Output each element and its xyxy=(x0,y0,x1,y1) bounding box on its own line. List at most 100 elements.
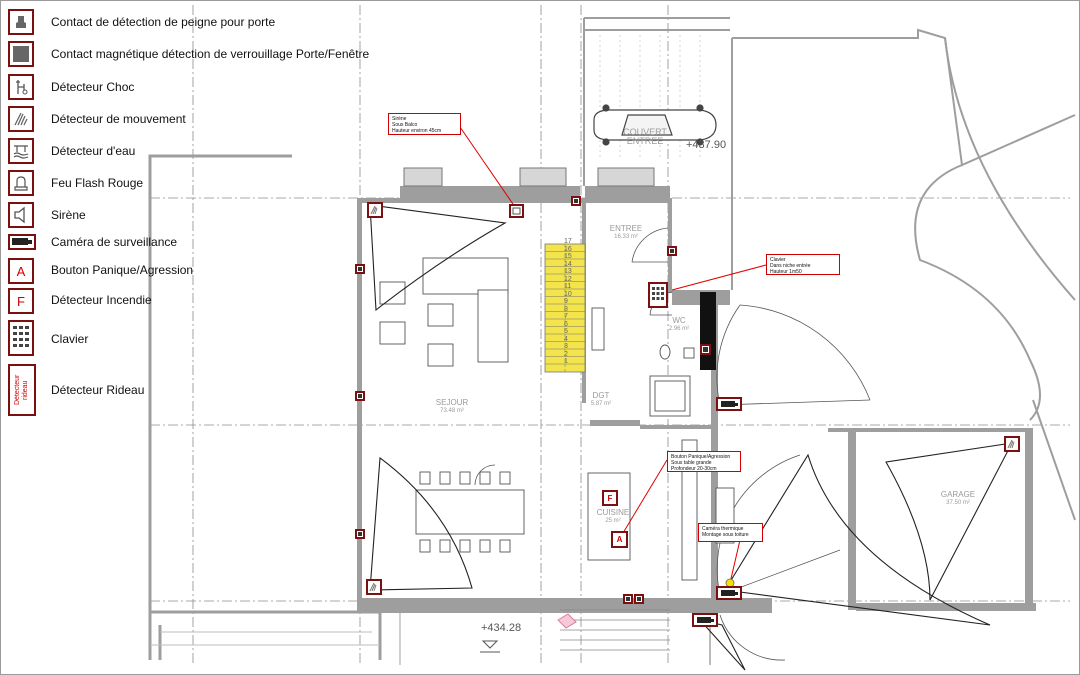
stair-step-number: 5 xyxy=(564,328,568,335)
callout-line: Sous Balco xyxy=(392,122,418,128)
room-label-garage: GARAGE 37.50 m² xyxy=(936,490,980,508)
callout-line: Clavier xyxy=(770,257,786,263)
motion-detector-marker xyxy=(1004,436,1020,452)
legend-item: Détecteur d'eau xyxy=(8,138,135,164)
stair-step-number: 1 xyxy=(564,358,568,365)
room-area: 16.33 m² xyxy=(614,234,638,240)
room-area: 25 m² xyxy=(605,518,621,524)
room-label-wc: WC 2.96 m² xyxy=(664,316,694,334)
motion-detector-icon xyxy=(8,106,34,132)
siren-callout: Sirène Sous Balco Hauteur environ 45cm xyxy=(388,113,461,135)
keypad-marker xyxy=(648,282,668,308)
legend-label: Détecteur Incendie xyxy=(51,293,152,307)
red-flash-icon xyxy=(8,170,34,196)
magnetic-contact-marker xyxy=(355,529,365,539)
siren-icon xyxy=(8,202,34,228)
water-detector-icon xyxy=(8,138,34,164)
motion-detector-marker xyxy=(367,202,383,218)
callout-line: Bouton Panique/Agression xyxy=(671,454,731,460)
legend-label: Détecteur d'eau xyxy=(51,144,136,158)
legend-item: Détecteur rideau Détecteur Rideau xyxy=(8,364,144,416)
room-sub: ENTREE xyxy=(626,136,664,146)
magnetic-contact-marker xyxy=(571,196,581,206)
legend-item: Contact magnétique détection de verrouil… xyxy=(8,41,369,67)
callout-line: Sous table grande xyxy=(671,460,712,466)
room-name: WC xyxy=(672,316,686,325)
legend-item: Détecteur de mouvement xyxy=(8,106,186,132)
shock-detector-icon xyxy=(8,74,34,100)
comb-contact-icon xyxy=(8,9,34,35)
level-mark-lower: +434.28 xyxy=(481,622,522,634)
room-name: CUISINE xyxy=(596,508,630,517)
room-label-couvert: COUVERT ENTREE xyxy=(623,128,667,146)
legend-item: Sirène xyxy=(8,202,86,228)
legend-label: Clavier xyxy=(51,332,89,346)
magnetic-contact-icon xyxy=(8,41,34,67)
stair-step-number: 9 xyxy=(564,298,568,305)
callout-line: Montage sous toiture xyxy=(702,532,749,538)
stair-step-number: 6 xyxy=(564,320,568,328)
room-area: 2.96 m² xyxy=(668,326,690,332)
magnetic-contact-marker xyxy=(355,264,365,274)
camera-marker xyxy=(692,613,718,627)
legend-label: Sirène xyxy=(51,208,86,222)
stair-step-number: 3 xyxy=(564,343,568,350)
legend-item: Clavier xyxy=(8,320,88,356)
legend-item: Détecteur Choc xyxy=(8,74,134,100)
callout-line: Hauteur environ 45cm xyxy=(392,128,442,134)
legend-item: A Bouton Panique/Agression xyxy=(8,258,193,284)
stair-step-number: 13 xyxy=(564,268,572,275)
panic-callout: Bouton Panique/Agression Sous table gran… xyxy=(667,451,741,472)
magnetic-contact-marker xyxy=(700,344,711,355)
fire-letter: F xyxy=(17,293,25,309)
curtain-detector-icon: Détecteur rideau xyxy=(8,364,36,416)
callout-line: Dans niche entrée xyxy=(770,263,811,269)
legend-label: Contact de détection de peigne pour port… xyxy=(51,15,276,29)
legend-label: Feu Flash Rouge xyxy=(51,176,144,190)
camera-marker xyxy=(716,397,742,411)
room-area: 5.87 m² xyxy=(590,401,612,407)
legend-label: Détecteur Choc xyxy=(51,80,135,94)
fire-detector-icon: F xyxy=(8,288,34,314)
legend-item: Caméra de surveillance xyxy=(8,234,177,250)
stair-step-number: 12 xyxy=(564,275,572,283)
stair-step-number: 8 xyxy=(564,305,568,313)
fire-detector-marker: F xyxy=(602,490,618,506)
legend-label: Détecteur Rideau xyxy=(51,383,145,397)
room-label-dgt: DGT 5.87 m² xyxy=(586,391,616,409)
stair-step-number: 14 xyxy=(564,260,572,268)
room-name: ENTREE xyxy=(609,224,643,233)
fire-detector-letter: F xyxy=(607,493,613,503)
siren-marker xyxy=(509,204,524,218)
room-area: 37.50 m² xyxy=(946,500,970,506)
level-mark-upper: +437.90 xyxy=(686,139,727,151)
stair-step-number: 2 xyxy=(564,350,568,358)
keypad-callout: Clavier Dans niche entrée Hauteur 1m50 xyxy=(766,254,840,275)
legend-label: Caméra de surveillance xyxy=(51,235,178,249)
room-label-cuisine: CUISINE 25 m² xyxy=(592,508,634,526)
thermal-camera-callout: Caméra thermique Montage sous toiture xyxy=(698,523,763,542)
callout-line: Caméra thermique xyxy=(702,526,744,532)
magnetic-contact-marker xyxy=(634,594,644,604)
stair-step-number: 7 xyxy=(564,313,568,320)
keypad-icon xyxy=(8,320,34,356)
legend-item: Contact de détection de peigne pour port… xyxy=(8,9,275,35)
camera-marker xyxy=(716,586,742,600)
camera-icon xyxy=(8,234,36,250)
room-name: DGT xyxy=(592,391,610,400)
panic-letter: A xyxy=(16,263,26,279)
room-name: COUVERT xyxy=(623,127,667,137)
panic-button-icon: A xyxy=(8,258,34,284)
stair-step-number: 11 xyxy=(564,283,572,290)
stair-step-number: 10 xyxy=(564,290,572,298)
legend-label: Bouton Panique/Agression xyxy=(51,263,194,277)
magnetic-contact-marker xyxy=(667,246,677,256)
callout-line: Profondeur 20-30cm xyxy=(671,466,717,472)
stair-step-number: 17 xyxy=(564,238,572,245)
legend-label: Contact magnétique détection de verrouil… xyxy=(51,47,370,61)
callout-line: Hauteur 1m50 xyxy=(770,269,802,275)
room-label-sejour: SEJOUR 73.48 m² xyxy=(430,398,474,416)
curtain-detector-icon-text: Détecteur rideau xyxy=(14,374,29,406)
panic-button-marker: A xyxy=(611,531,628,548)
